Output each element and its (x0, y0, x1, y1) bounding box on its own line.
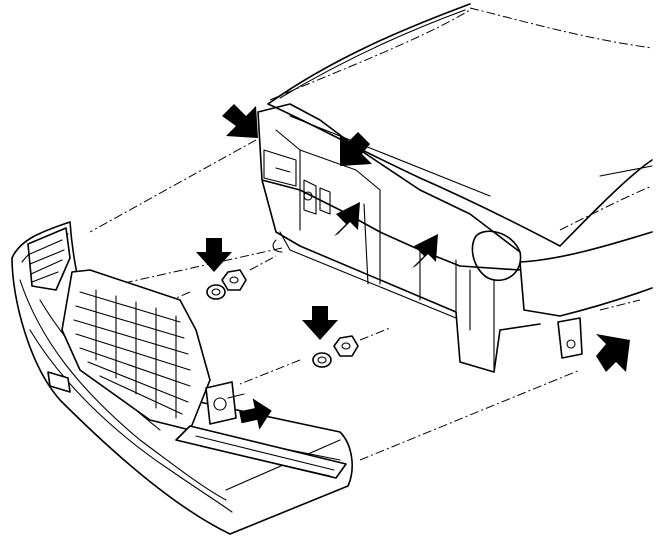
arrow-side-bracket (239, 398, 272, 430)
upper-nut-hole (229, 276, 239, 284)
side-marker-light (47, 371, 71, 393)
bracket-hole (566, 339, 576, 349)
right-fender (519, 231, 653, 317)
guide-lower-fastener-right (359, 327, 391, 341)
lower-crossmember (272, 231, 457, 319)
hood-inner-edge (279, 9, 466, 99)
arrow-top-left-bracket (222, 104, 258, 138)
guide-right-bracket (599, 299, 641, 311)
front-bumper-assembly (11, 221, 353, 535)
arrow-center-support (412, 234, 438, 268)
guide-left-lower (69, 247, 283, 296)
fender-line (599, 165, 653, 177)
lower-nut (333, 335, 359, 357)
grille-mount-plate (205, 381, 237, 425)
guide-top-left (89, 139, 257, 233)
arrow-right-bracket (596, 334, 630, 372)
hood-front-line (559, 185, 653, 231)
radiator-support-details (263, 149, 331, 215)
hood-crease (289, 115, 491, 197)
grille-bars (73, 289, 191, 419)
corner-grille-bars (29, 239, 65, 283)
mount-plate-hole (213, 397, 227, 411)
arrow-lower-fastener (302, 306, 338, 340)
guide-lower-fastener (239, 359, 301, 385)
upper-nut (221, 269, 247, 291)
headlamp-opening (471, 230, 522, 281)
lower-nut-hole (341, 342, 351, 350)
arrow-top-center-mount (340, 132, 372, 166)
guide-bottom (359, 369, 581, 461)
arrow-upper-fastener (196, 238, 232, 272)
mount-hole (303, 191, 313, 201)
lower-washer (312, 352, 332, 368)
guide-upper-fastener-right (249, 255, 277, 271)
hood-rear-line (469, 7, 653, 49)
upper-washer (206, 284, 226, 300)
radiator-support-inner (275, 129, 495, 371)
upper-washer-hole (211, 288, 221, 296)
fasteners (206, 269, 359, 368)
bumper-cover (11, 221, 353, 535)
lower-vent-slats (195, 435, 335, 477)
right-mount-bracket (557, 317, 583, 359)
left-corner-grille (27, 227, 71, 291)
hood-panel (267, 3, 653, 247)
arrow-left-support (334, 202, 360, 236)
mount-stud (227, 393, 245, 399)
lower-washer-hole (317, 356, 327, 364)
callout-arrows (196, 104, 630, 430)
